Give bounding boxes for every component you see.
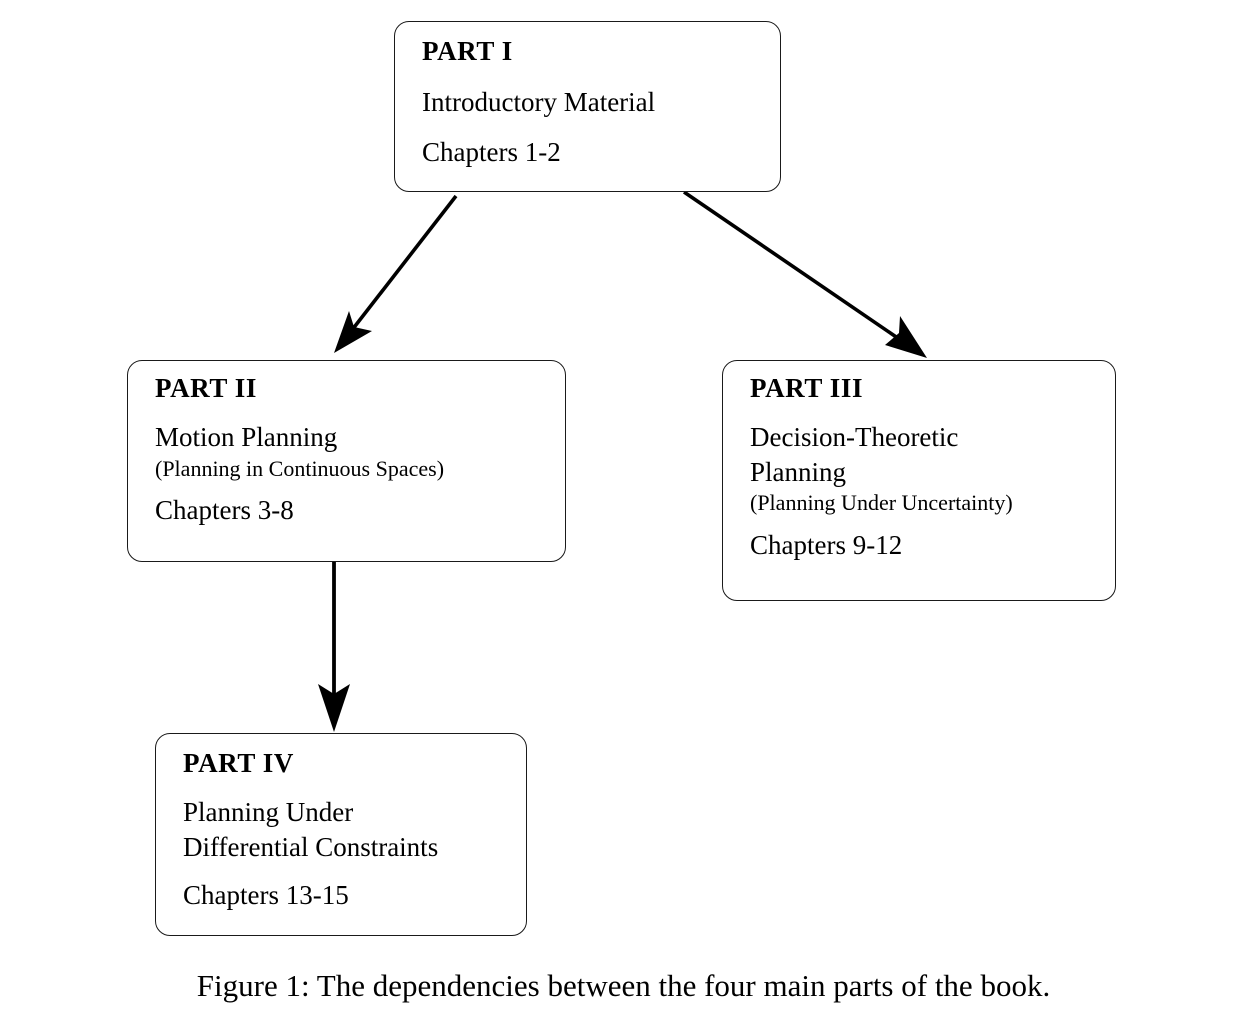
part-label-1: PART I — [422, 36, 513, 66]
part-title-line-4-1: Planning Under — [183, 797, 354, 827]
part-label-4: PART IV — [183, 748, 295, 778]
node-box-part-3[interactable]: PART III Decision-Theoretic Planning (Pl… — [722, 360, 1116, 601]
node-content-part-4: PART IV Planning Under Differential Cons… — [183, 750, 512, 909]
node-content-part-3: PART III Decision-Theoretic Planning (Pl… — [750, 375, 1101, 559]
part-title-line-1-1: Introductory Material — [422, 87, 656, 117]
node-box-part-4[interactable]: PART IV Planning Under Differential Cons… — [155, 733, 527, 936]
node-content-part-1: PART I Introductory Material Chapters 1-… — [422, 38, 766, 166]
part-chapters-1: Chapters 1-2 — [422, 136, 561, 167]
part-label-2: PART II — [155, 373, 258, 403]
arrowhead-icon — [885, 316, 927, 358]
part-title-line-3-1: Decision-Theoretic — [750, 422, 959, 452]
arrowhead-icon — [318, 684, 350, 732]
node-content-part-2: PART II Motion Planning (Planning in Con… — [155, 375, 551, 524]
part-subtitle-2: (Planning in Continuous Spaces) — [155, 455, 445, 481]
part-title-line-3-2: Planning — [750, 456, 847, 487]
edge-part2-to-part4 — [318, 562, 350, 732]
part-chapters-3: Chapters 9-12 — [750, 529, 903, 560]
figure-caption: Figure 1: The dependencies between the f… — [196, 968, 1051, 1003]
node-box-part-1[interactable]: PART I Introductory Material Chapters 1-… — [394, 21, 781, 192]
edge-part1-to-part2 — [334, 194, 458, 353]
part-chapters-4: Chapters 13-15 — [183, 880, 349, 911]
node-box-part-2[interactable]: PART II Motion Planning (Planning in Con… — [127, 360, 566, 562]
part-label-3: PART III — [750, 373, 864, 403]
edge-part1-to-part3 — [682, 190, 927, 358]
part-title-line-4-2: Differential Constraints — [183, 831, 439, 862]
part-title-line-2-1: Motion Planning — [155, 422, 338, 452]
part-chapters-2: Chapters 3-8 — [155, 495, 294, 526]
arrowhead-icon — [334, 311, 372, 353]
part-subtitle-3: (Planning Under Uncertainty) — [750, 490, 1013, 516]
